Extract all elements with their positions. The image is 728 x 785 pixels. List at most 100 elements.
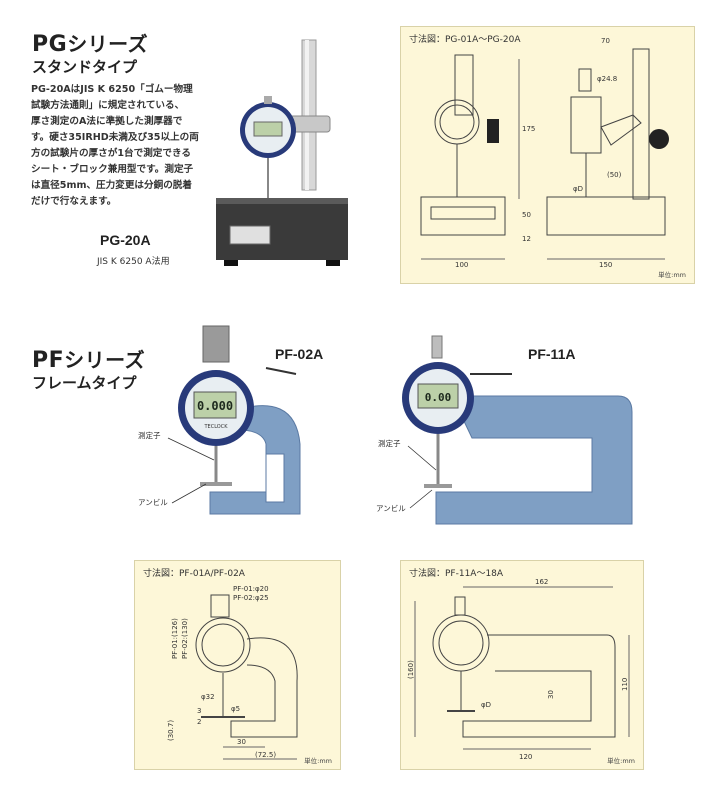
base-top bbox=[216, 198, 348, 204]
dim-pf01-126: PF-01:(126) bbox=[171, 618, 179, 659]
pg-desc-line: 試験方法通則」に規定されている、 bbox=[31, 100, 185, 111]
pf-a-diagram-title: 寸法図：PF-01A/PF-02A bbox=[143, 569, 245, 579]
dim-30-7: (30.7) bbox=[167, 720, 175, 741]
dial-cap bbox=[431, 335, 443, 359]
frame-outline bbox=[230, 637, 298, 738]
cap-outline bbox=[210, 594, 230, 618]
pf-11a-illustration: 0.00 bbox=[402, 335, 633, 525]
lifting-lever bbox=[265, 367, 297, 375]
frame-opening bbox=[265, 453, 285, 503]
front-dial-inner bbox=[439, 104, 475, 140]
anvil bbox=[424, 484, 452, 488]
pf-b-diagram-title: 寸法図：PF-11A～18A bbox=[409, 569, 504, 579]
anvil-leader bbox=[409, 489, 433, 509]
dial-cap bbox=[202, 325, 230, 363]
pg-model-note: JIS K 6250 A法用 bbox=[97, 257, 170, 267]
pf-02a-spindle-callout: 測定子 bbox=[138, 431, 161, 440]
dial-stem bbox=[264, 96, 272, 104]
dim-12: 12 bbox=[522, 235, 531, 243]
pf-a-dimension-drawing: PF-01:φ20 PF-02:φ25 PF-01:(126) PF-02:(1… bbox=[167, 585, 298, 760]
pg-desc-line: シート・ブロック兼用型です。測定子 bbox=[31, 164, 194, 175]
lcd-reading: 0.000 bbox=[197, 399, 233, 413]
pf-02a-anvil-callout: アンビル bbox=[138, 498, 168, 507]
pf-title-rest: シリーズ bbox=[64, 348, 146, 372]
dim-50-paren: (50) bbox=[607, 171, 622, 179]
dim-phi32: φ32 bbox=[201, 693, 215, 701]
dim-72-5: (72.5) bbox=[255, 751, 276, 759]
base-label-plate bbox=[229, 225, 271, 245]
pg-model-name: PG-20A bbox=[100, 232, 151, 248]
dim-pf02-phi25: PF-02:φ25 bbox=[233, 594, 269, 602]
foot-right bbox=[326, 260, 340, 266]
pg-desc-line: 方の試験片の厚さが1台で測定できる bbox=[31, 148, 191, 159]
pf-b-dimension-drawing: 162 (160) φD 30 110 120 bbox=[407, 578, 630, 761]
pf-11a-dimension-panel: 寸法図：PF-11A～18A 単位:mm 162 (160) φD 30 110… bbox=[400, 560, 644, 770]
dim-150: 150 bbox=[599, 261, 612, 269]
dim-175: 175 bbox=[522, 125, 535, 133]
lcd-reading: 0.00 bbox=[425, 391, 452, 404]
pg-title-rest: シリーズ bbox=[67, 32, 149, 56]
dim-phi-24-8: φ24.8 bbox=[597, 75, 617, 83]
spindle-leader bbox=[167, 437, 215, 461]
spindle-leader bbox=[407, 445, 437, 471]
pg-diagram-unit: 単位:mm bbox=[658, 271, 686, 279]
pg-title-main: PG bbox=[32, 32, 68, 57]
side-base bbox=[546, 196, 666, 236]
front-column bbox=[454, 54, 474, 116]
dim-pf01-phi20: PF-01:φ20 bbox=[233, 585, 269, 593]
frame-outline bbox=[462, 634, 616, 738]
dial-inner-outline bbox=[438, 620, 484, 666]
anvil bbox=[200, 482, 232, 486]
cap-outline bbox=[454, 596, 466, 616]
dial-outline bbox=[195, 617, 251, 673]
side-clamp-knob bbox=[649, 129, 669, 149]
anvil-leader bbox=[171, 483, 207, 504]
gauge-brand: TECLOCK bbox=[203, 424, 228, 430]
lcd-display bbox=[193, 391, 237, 419]
pg-stand-illustration bbox=[216, 39, 348, 266]
foot-left bbox=[224, 260, 238, 266]
dim-160: (160) bbox=[407, 660, 415, 679]
lcd-display bbox=[253, 121, 283, 137]
pg-description: PG-20AはJIS K 6250「ゴムー物理 試験方法通則」に規定されている、… bbox=[31, 82, 221, 210]
dim-162: 162 bbox=[535, 578, 548, 586]
pg-desc-line: 厚さ測定のA法に準拠した測厚器で bbox=[31, 116, 183, 127]
pf-title-main: PF bbox=[32, 348, 65, 373]
pf-series-subtitle: フレームタイプ bbox=[32, 374, 137, 392]
side-cap bbox=[578, 68, 592, 92]
pg-dimension-drawing: 100 175 50 12 150 70 φ24.8 (50) φD bbox=[420, 37, 669, 269]
dim-120: 120 bbox=[519, 753, 532, 761]
dim-70: 70 bbox=[601, 37, 610, 45]
dim-2: 2 bbox=[197, 718, 201, 726]
column-highlight bbox=[305, 40, 309, 190]
pf-11a-model: PF-11A bbox=[528, 346, 576, 362]
dial-outline bbox=[432, 614, 490, 672]
front-knob bbox=[487, 119, 499, 143]
pf-02a-illustration: 0.000 TECLOCK bbox=[178, 325, 301, 515]
pg-series-title: PGシリーズ bbox=[32, 28, 148, 57]
pf-01a-dimension-panel: 寸法図：PF-01A/PF-02A 単位:mm PF-01:φ20 PF-02:… bbox=[134, 560, 341, 770]
dial-inner-outline bbox=[201, 623, 245, 667]
dim-30: 30 bbox=[237, 738, 246, 746]
pg-desc-line: だけで行なえます。 bbox=[31, 196, 117, 207]
pg-diagram-title: 寸法図：PG-01A～PG-20A bbox=[409, 35, 521, 45]
dim-50: 50 bbox=[522, 211, 531, 219]
dim-30: 30 bbox=[547, 690, 555, 699]
pg-desc-line: は直径5mm、圧力変更は分銅の脱着 bbox=[31, 180, 192, 191]
pf-series-title: PFシリーズ bbox=[32, 344, 145, 373]
dim-pf02-130: PF-02:(130) bbox=[181, 618, 189, 659]
pg-desc-line: す。硬さ35IRHD未満及び35以上の両 bbox=[31, 132, 199, 143]
dim-100: 100 bbox=[455, 261, 468, 269]
pg-dimension-panel: 寸法図：PG-01A～PG-20A 単位:mm 100 175 50 12 15… bbox=[400, 26, 695, 284]
dim-phi-d: φD bbox=[481, 701, 491, 709]
front-base-plate bbox=[430, 206, 496, 220]
pg-series-subtitle: スタンドタイプ bbox=[32, 58, 138, 76]
pf-02a-model: PF-02A bbox=[275, 346, 324, 362]
side-arm bbox=[600, 114, 642, 146]
dim-phi5: φ5 bbox=[231, 705, 240, 713]
lcd-display bbox=[417, 383, 459, 409]
pf-11a-spindle-callout: 測定子 bbox=[378, 439, 401, 448]
pf-a-diagram-unit: 単位:mm bbox=[304, 757, 332, 765]
dim-phi-d: φD bbox=[573, 185, 583, 193]
